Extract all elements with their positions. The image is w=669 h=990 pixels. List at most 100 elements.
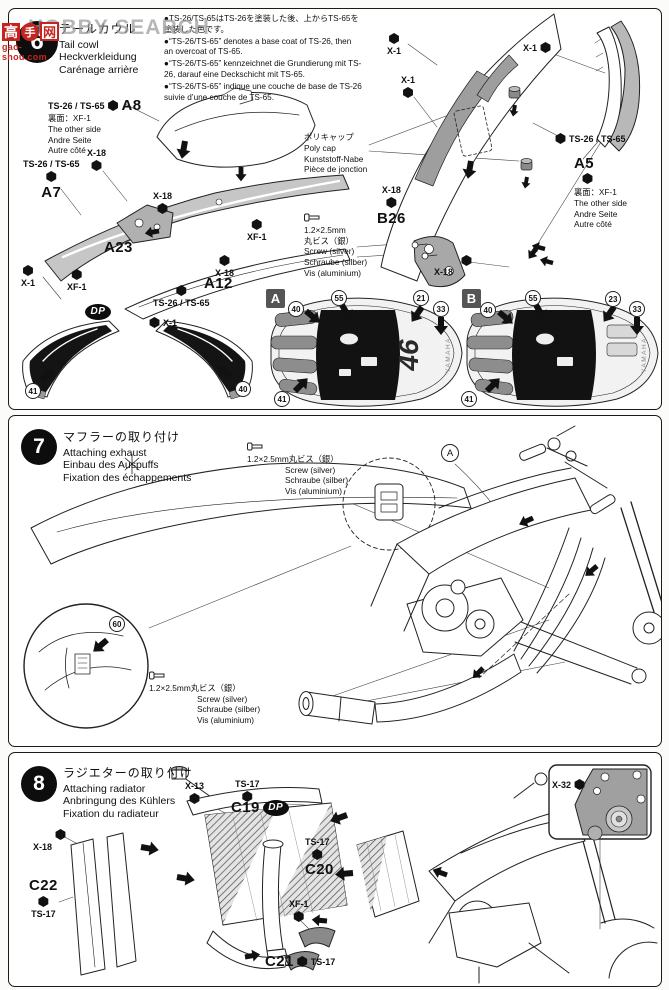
decal-21: 21 — [413, 290, 429, 306]
part-number-a5: A5 — [574, 155, 594, 172]
paint-code: X-32 — [552, 779, 572, 790]
step-number: 7 — [33, 435, 45, 458]
callout-ts17-c19: TS-17 — [235, 779, 260, 802]
screw-de: Schraube (silber) — [304, 257, 368, 268]
paint-mark-icon — [38, 896, 49, 907]
paint-mark-icon — [242, 791, 253, 802]
step8-illustration — [58, 764, 658, 984]
exhaust-collector — [374, 653, 522, 723]
step-number-badge: 7 — [21, 429, 57, 465]
boxA-tail-top-view: 46 YAMAHA — [270, 297, 463, 407]
paint-mark-icon — [461, 255, 472, 266]
other-side-note-2: 裏面：XF-1 The other side Andre Seite Autre… — [574, 187, 627, 230]
step-title-en: Attaching exhaust — [63, 447, 147, 459]
callout-xf1-8: XF-1 — [289, 899, 309, 922]
decal-40: 40 — [288, 301, 304, 317]
paint-code: X-18 — [381, 185, 401, 195]
decal-40: 40 — [235, 381, 251, 397]
paint-code: TS-26 / TS-65 — [23, 159, 80, 169]
boxB-tail-top-view: YAMAHA — [466, 297, 659, 407]
paint-mark-icon — [386, 197, 397, 208]
part-number-c22: C22 — [29, 877, 58, 894]
poly-cap-drawing — [508, 86, 533, 171]
decal-41: 41 — [25, 383, 41, 399]
tail-cowl-assembly-drawing — [380, 13, 562, 282]
decal-40: 40 — [480, 302, 496, 318]
other-side-de: Andre Seite — [48, 134, 92, 145]
step6-illustration: 46 YAMAHA — [22, 13, 659, 407]
callout-a7: TS-26 / TS-65 A7 — [23, 159, 80, 201]
screw-spec: 1.2×2.5mm丸ビス（銀） — [149, 682, 241, 693]
step8-title: ラジエターの取り付け Attaching radiator Anbringung… — [63, 764, 193, 820]
paint-code: X-1 — [401, 75, 416, 85]
motorcycle-drawing — [298, 425, 661, 725]
callout-xf1-right: XF-1 — [247, 219, 267, 242]
screw-icon — [149, 671, 165, 680]
assembly-arrows — [39, 104, 644, 394]
watermark-url: gao-shou.com — [2, 42, 47, 62]
polycap-en: Poly cap — [304, 142, 336, 153]
paint-code: X-1 — [387, 46, 402, 56]
callout-x18-r2: X-18 — [434, 267, 454, 277]
paint-mark-icon — [403, 87, 413, 98]
polycap-fr: Pièce de jonction — [304, 164, 368, 175]
step-title-de: Anbringung des Kühlers — [63, 795, 176, 808]
watermark-cn-right: 网 — [40, 22, 59, 41]
other-side-ja: 裏面：XF-1 — [574, 187, 617, 197]
other-side-de: Andre Seite — [574, 208, 618, 219]
part-number-c21: C21 — [265, 953, 294, 970]
callout-ts17-c20: TS-17 — [305, 837, 330, 860]
callout-c19: C19 DP — [231, 799, 289, 816]
note-de: ●“TS-26/TS-65” kennzeichnet die Grundier… — [164, 59, 362, 80]
callout-ts2665-r: TS-26 / TS-65 — [555, 133, 626, 144]
part-number-a12: A12 — [204, 275, 233, 292]
screw-note-7b: 1.2×2.5mm丸ビス（銀） Screw (silver) Schraube … — [149, 671, 260, 726]
step-title-fr: Fixation du radiateur — [63, 807, 159, 820]
part-a23-drawing — [116, 204, 174, 244]
paint-code: TS-26 / TS-65 — [48, 100, 105, 111]
screw-en: Screw (silver) — [285, 464, 336, 475]
screw-icon — [247, 442, 263, 451]
step-title-de: Einbau des Auspuffs — [63, 459, 159, 472]
dp-logo: DP — [85, 303, 111, 320]
part-a8-drawing — [156, 87, 316, 168]
callout-x18-3: X-18 — [215, 255, 234, 278]
callout-a8: TS-26 / TS-65 A8 — [48, 97, 142, 114]
magnified-detail-circle — [23, 603, 149, 729]
callout-xf1-left: XF-1 — [67, 269, 87, 292]
paint-code: X-18 — [153, 191, 173, 201]
detail-dashed-circle — [342, 457, 436, 551]
callout-x18-8: X-18 — [33, 842, 53, 852]
dp-badge: DP — [85, 301, 111, 320]
callout-x1-left: X-1 — [21, 265, 35, 288]
paint-code: XF-1 — [289, 899, 309, 909]
screw-en: Screw (silver) — [197, 693, 248, 704]
decal-55: 55 — [525, 290, 541, 306]
part-a5-drawing — [594, 20, 641, 152]
paint-code: TS-17 — [305, 837, 330, 847]
other-side-fr: Autre côté — [48, 145, 86, 156]
screw-fr: Vis (aluminium) — [197, 715, 255, 726]
step7-illustration — [23, 425, 661, 729]
step7-title: マフラーの取り付け Attaching exhaust Einbau des A… — [63, 428, 191, 484]
paint-code: TS-26 / TS-65 — [153, 298, 210, 308]
part-a12-drawing — [124, 248, 351, 320]
paint-mark-icon — [312, 849, 323, 860]
paint-code: TS-17 — [31, 909, 56, 919]
callout-c21: C21 TS-17 — [265, 953, 335, 970]
callout-x1-r1: X-1 — [387, 33, 401, 56]
paint-mark-icon — [71, 269, 82, 280]
assembly-arrows — [93, 515, 599, 679]
paint-mark-icon — [149, 317, 160, 328]
step-title-fr: Carénage arrière — [59, 63, 139, 76]
step-number: 8 — [33, 772, 45, 795]
step8-panel: 8 ラジエターの取り付け Attaching radiator Anbringu… — [8, 752, 662, 987]
callout-x18-1: X-18 — [87, 148, 106, 171]
part-number-c19: C19 — [231, 799, 260, 816]
paint-code: TS-17 — [235, 779, 260, 789]
paint-mark-icon — [219, 255, 230, 266]
decal-55: 55 — [331, 290, 347, 306]
sprocket-cover-inset — [548, 764, 652, 841]
paint-mark-icon — [297, 956, 308, 967]
